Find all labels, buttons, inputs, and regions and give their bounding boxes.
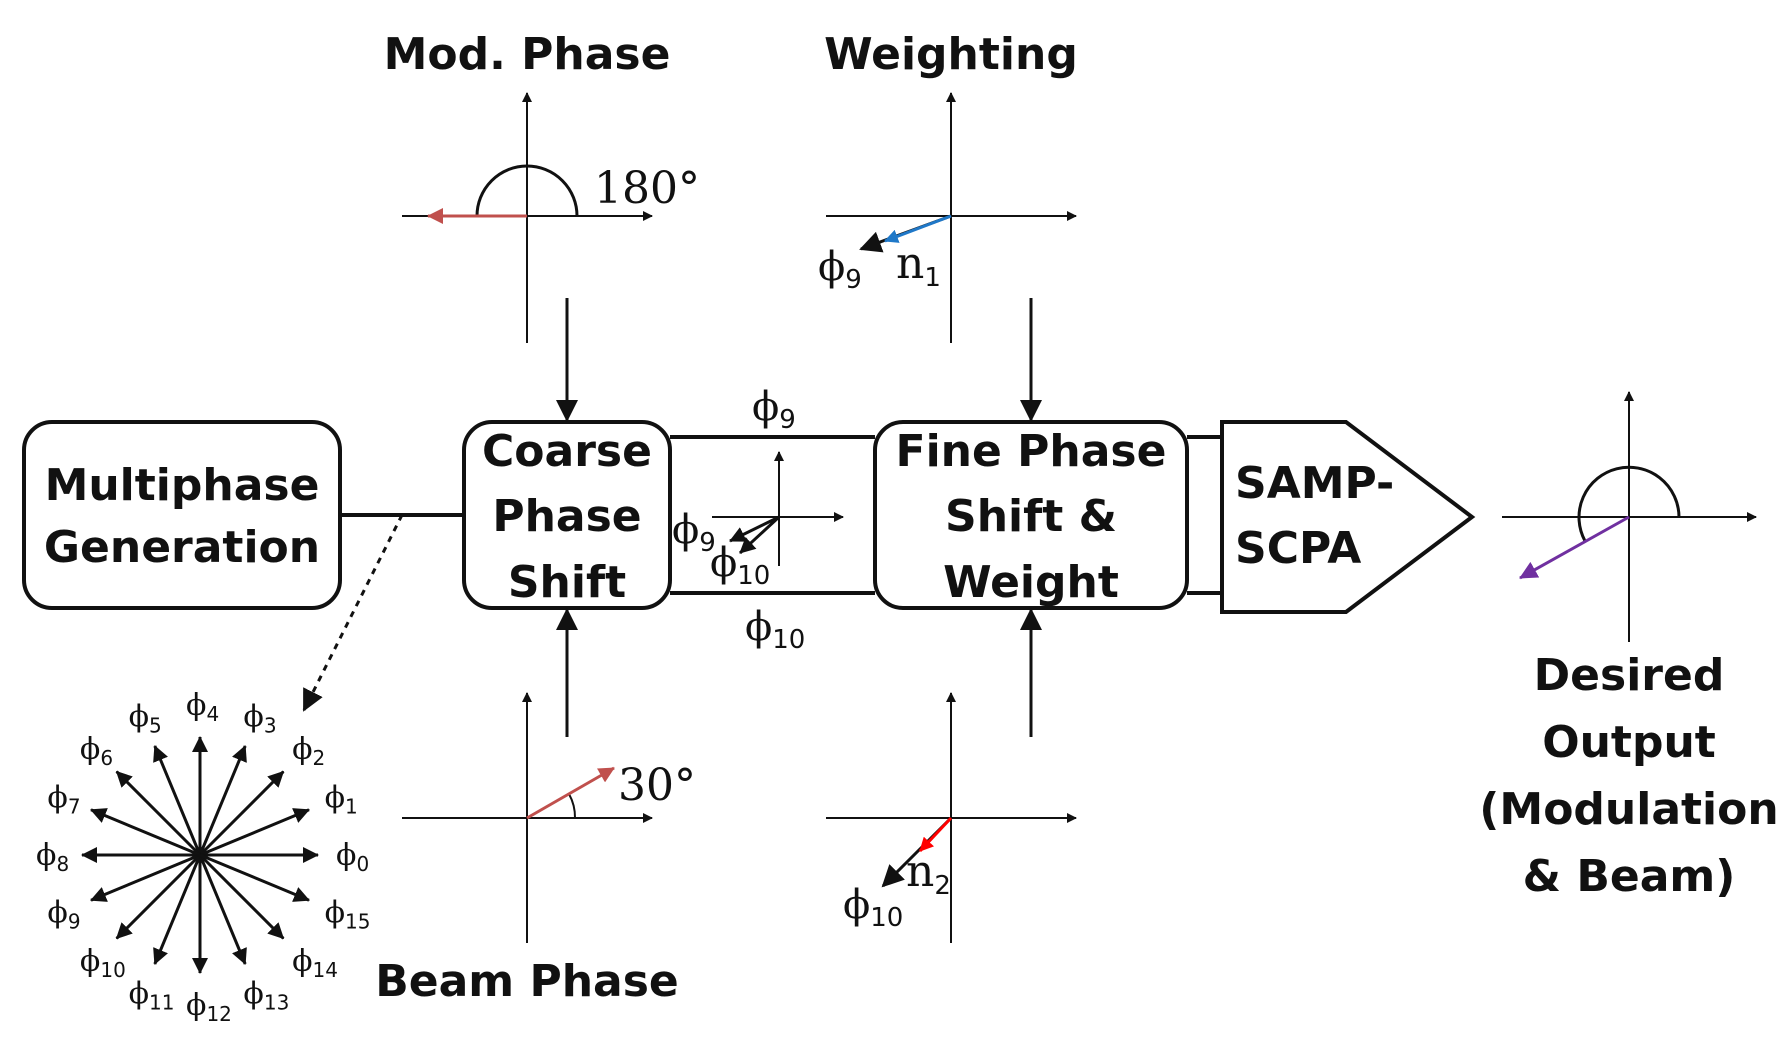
ring-phase-vector-15 — [199, 853, 310, 902]
ring-phase-vector-11 — [153, 854, 202, 965]
desired-output-label-1: Desired — [1534, 650, 1725, 701]
desired-output-label-3: (Modulation — [1479, 784, 1778, 835]
mid-phi9-vector — [729, 515, 780, 543]
fine-label-2: Shift & — [945, 491, 1117, 542]
ring-phase-label-5: ϕ5 — [129, 699, 162, 737]
weighting-heading: Weighting — [824, 29, 1078, 80]
mod-phase-180-arc — [475, 164, 579, 217]
ring-phase-label-0: ϕ0 — [336, 838, 369, 876]
ring-phase-vector-6 — [115, 770, 202, 857]
mid-phi10-label: ϕ10 — [710, 540, 770, 591]
ring-phase-label-6: ϕ6 — [80, 732, 113, 770]
output-vector — [1519, 515, 1630, 580]
ring-phase-label-14: ϕ14 — [292, 944, 338, 982]
ring-phase-label-10: ϕ10 — [80, 944, 126, 982]
phi9-path-label: ϕ9 — [752, 384, 796, 435]
phi10-path-label: ϕ10 — [745, 604, 805, 655]
weighting-phi9-label: ϕ9 — [818, 244, 862, 295]
n2-plot-phi10-label: ϕ10 — [843, 882, 903, 933]
ring-phase-label-11: ϕ11 — [129, 977, 175, 1015]
weighting-n1-vector — [884, 214, 952, 243]
n2-plot-n2-label: n2 — [906, 846, 951, 901]
coarse-label-1: Coarse — [482, 426, 652, 477]
multiphase-generation-block — [22, 420, 342, 610]
ring-phase-label-7: ϕ7 — [47, 781, 80, 819]
mid-phi10-vector — [738, 515, 781, 555]
samp-scpa-amplifier-block — [1220, 420, 1476, 614]
ring-phase-label-4: ϕ4 — [186, 688, 219, 726]
ring-phase-label-2: ϕ2 — [292, 732, 325, 770]
mid-phi9-label: ϕ9 — [672, 507, 716, 558]
ring-phase-label-1: ϕ1 — [325, 781, 358, 819]
output-phase-arc — [1577, 465, 1681, 542]
ring-phase-label-8: ϕ8 — [36, 838, 69, 876]
desired-output-label-2: Output — [1542, 717, 1716, 768]
weighting-n1-label: n1 — [896, 238, 941, 293]
ring-phase-vector-10 — [115, 853, 202, 940]
fine-label-3: Weight — [943, 557, 1119, 608]
fine-label-1: Fine Phase — [896, 426, 1167, 477]
ring-phase-vector-9 — [90, 853, 201, 902]
beam-phase-30-arc — [568, 793, 577, 819]
beam-phase-angle-label: 30° — [618, 760, 696, 811]
ring-phase-label-15: ϕ15 — [325, 895, 371, 933]
beam-phase-heading: Beam Phase — [375, 956, 679, 1007]
amp-label-1: SAMP- — [1235, 458, 1394, 509]
ring-phase-vector-1 — [199, 808, 310, 857]
ring-phase-label-12: ϕ12 — [186, 988, 232, 1026]
ring-phase-vector-7 — [90, 808, 201, 857]
ring-phase-label-3: ϕ3 — [243, 699, 276, 737]
ring-phase-vector-3 — [198, 745, 247, 856]
ring-phase-label-13: ϕ13 — [243, 977, 289, 1015]
ring-phase-vector-13 — [198, 854, 247, 965]
ring-phase-vector-14 — [198, 853, 285, 940]
multiphase-generation-label-1: Multiphase — [45, 460, 320, 511]
ring-phase-vector-5 — [153, 745, 202, 856]
coarse-label-3: Shift — [508, 557, 626, 608]
beam-phase-vector — [526, 766, 615, 820]
ring-phase-vector-2 — [198, 770, 285, 857]
dotted-arrow-to-phase-ring — [302, 514, 404, 712]
n2-plot-n2-vector — [918, 816, 953, 853]
mod-phase-angle-label: 180° — [594, 163, 700, 214]
amp-label-2: SCPA — [1235, 523, 1361, 574]
ring-phase-label-9: ϕ9 — [47, 895, 80, 933]
desired-output-label-4: & Beam) — [1523, 851, 1736, 902]
mod-phase-heading: Mod. Phase — [384, 29, 671, 80]
coarse-label-2: Phase — [492, 491, 641, 542]
multiphase-generation-label-2: Generation — [44, 522, 320, 573]
